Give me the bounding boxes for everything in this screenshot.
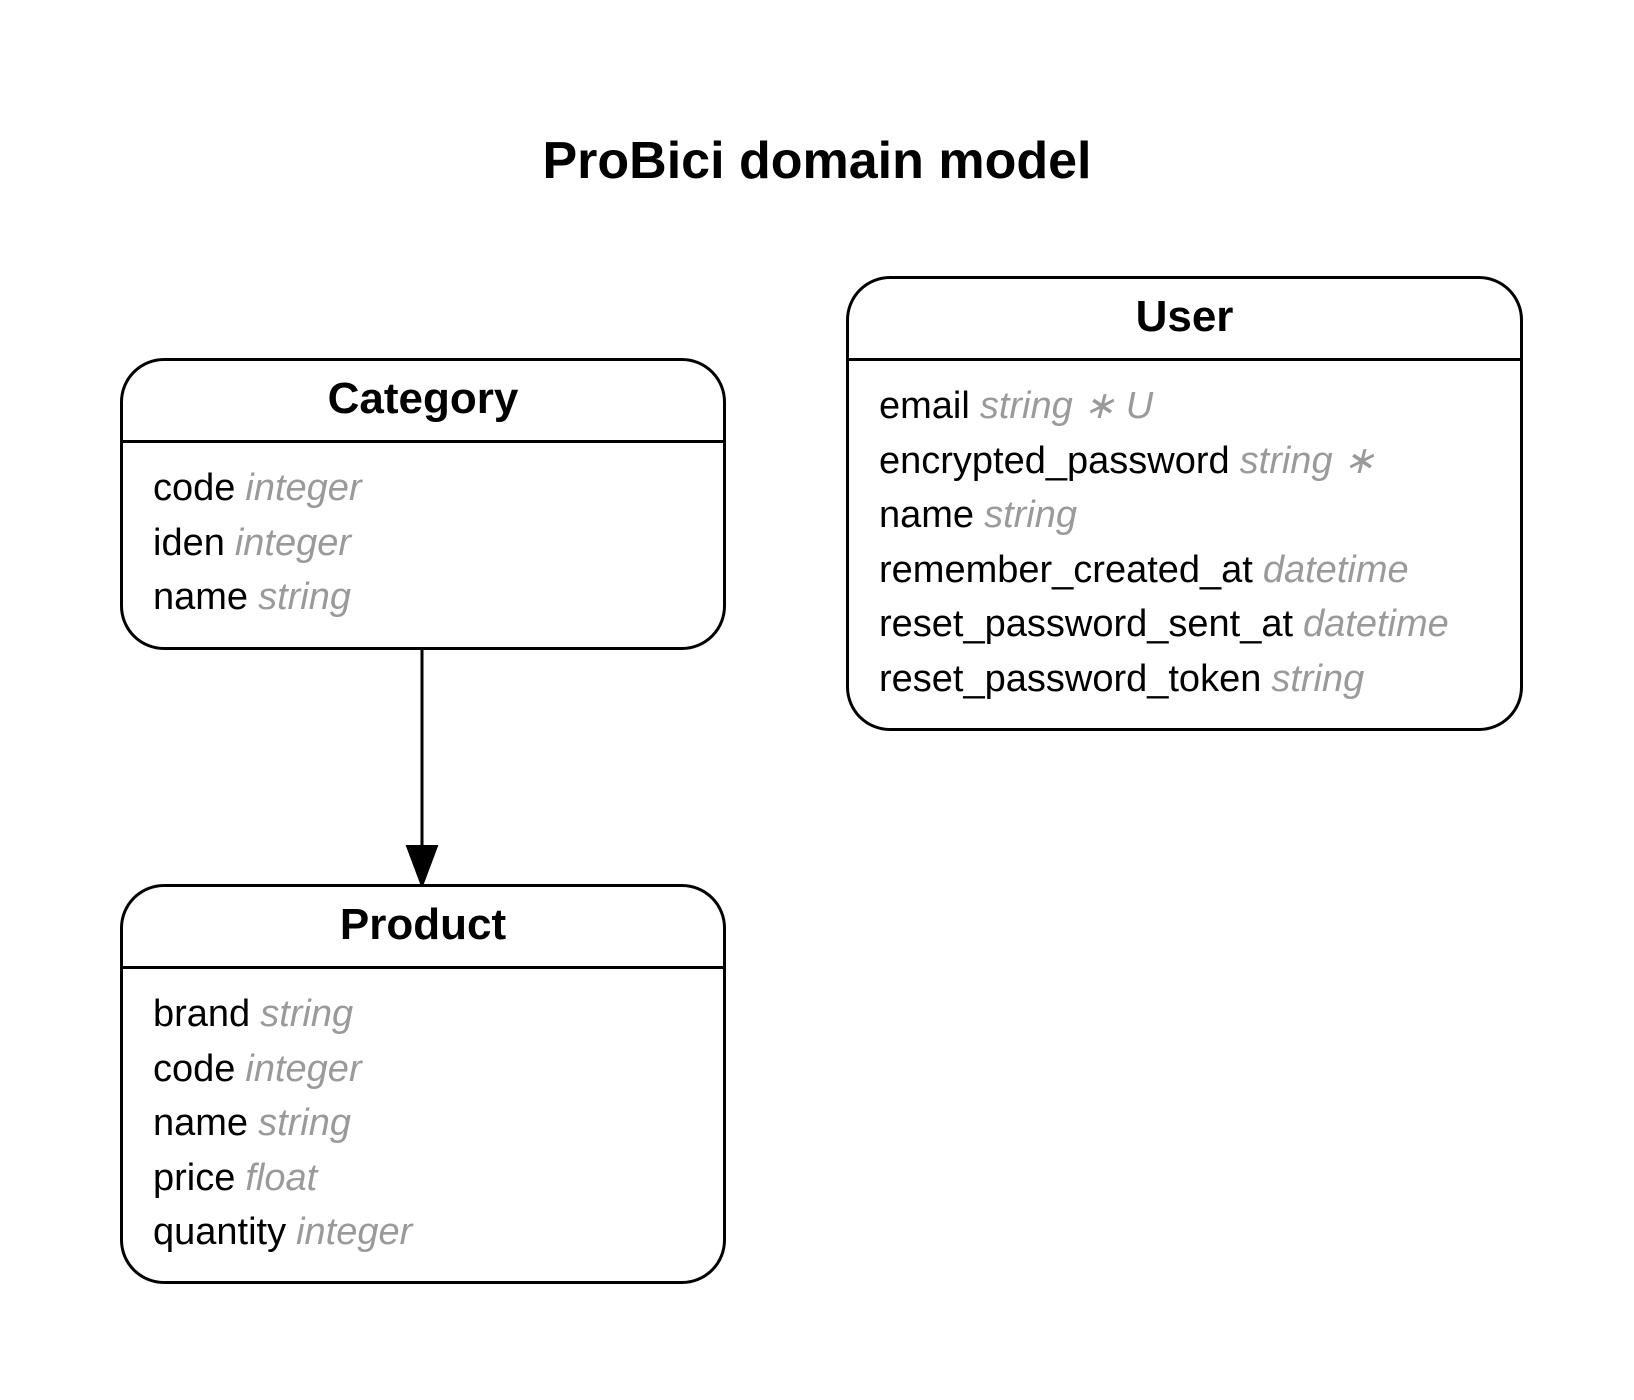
attribute-type: float	[245, 1156, 318, 1199]
attribute-name: encrypted_password	[879, 439, 1230, 482]
attribute-type: string	[258, 576, 351, 618]
entity-title: Product	[123, 887, 723, 969]
attribute-type: integer	[245, 1047, 362, 1090]
attribute-type: string	[984, 494, 1077, 536]
attribute-name: name	[879, 494, 975, 536]
attribute-name: email	[879, 385, 970, 427]
attribute-type: string	[258, 1102, 351, 1144]
attribute-name: code	[153, 467, 236, 509]
attribute-name: iden	[153, 521, 225, 564]
attribute-name: remember_created_at	[879, 548, 1253, 591]
attribute-type: string ∗ U	[979, 385, 1154, 427]
attribute-name: price	[153, 1156, 236, 1199]
attribute-type: integer	[245, 467, 362, 509]
attribute-name: name	[153, 1102, 249, 1144]
attribute-name: reset_password_token	[879, 657, 1262, 700]
attribute-type: datetime	[1262, 548, 1409, 591]
attribute-name: reset_password_sent_at	[879, 603, 1294, 645]
attribute-name: brand	[153, 993, 251, 1035]
entity-title: Category	[123, 361, 723, 443]
entity-title: User	[849, 279, 1520, 361]
attribute-name: name	[153, 576, 249, 618]
attribute-type: integer	[296, 1211, 413, 1253]
diagram-title: ProBici domain model	[542, 132, 1092, 190]
attribute-type: string ∗	[1239, 439, 1375, 482]
attribute-type: datetime	[1303, 603, 1449, 645]
category-product-arrowhead	[405, 845, 439, 889]
attribute-type: string	[1271, 657, 1365, 700]
attribute-type: integer	[234, 521, 352, 564]
attribute-name: quantity	[153, 1211, 287, 1253]
attribute-type: string	[260, 993, 354, 1035]
attribute-name: code	[153, 1047, 236, 1090]
